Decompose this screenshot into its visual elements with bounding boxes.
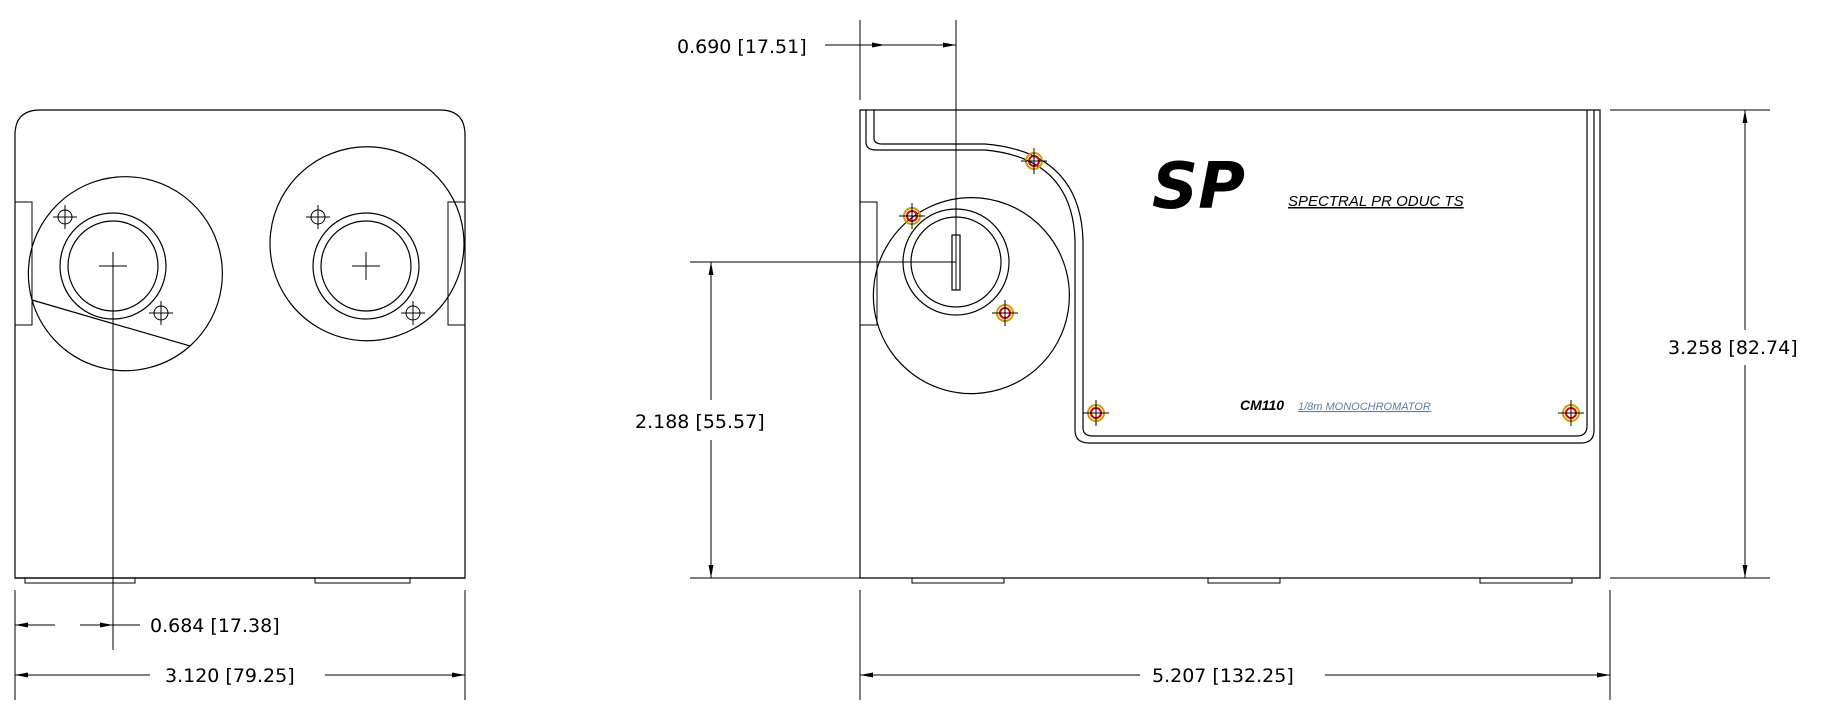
side-foot-right [314, 577, 411, 584]
logo-sp: SP [1152, 150, 1245, 224]
port-left [27, 176, 223, 372]
screw-4 [1083, 400, 1109, 426]
front-port [872, 197, 1070, 395]
model-name: CM110 [1240, 397, 1284, 413]
front-foot-2 [1207, 577, 1281, 584]
dim-offset-top: 0.690 [17.51] [677, 36, 807, 58]
cover-plate-inner [873, 110, 1588, 437]
dim-center-height: 2.188 [55.57] [635, 411, 765, 433]
dim-total-height: 3.258 [82.74] [1668, 337, 1798, 359]
dim-offset-side: 0.684 [17.38] [150, 615, 280, 637]
brand-name: SPECTRAL PR ODUC TS [1288, 193, 1464, 210]
dim-total-length: 5.207 [132.25] [1152, 665, 1294, 687]
front-view: SP SPECTRAL PR ODUC TS CM110 1/8m MONOCH… [635, 20, 1798, 700]
side-tab-right [447, 201, 466, 326]
screw-marks-side [53, 205, 425, 325]
side-foot-left [24, 577, 136, 584]
screw-2 [899, 203, 925, 229]
side-view-outline [14, 109, 466, 579]
cover-plate-outer [865, 110, 1595, 444]
dim-side-width: 3.120 [79.25] [165, 665, 295, 687]
side-view: 0.684 [17.38] 3.120 [79.25] [14, 109, 466, 700]
front-tab-left [859, 201, 878, 326]
front-foot-3 [1479, 577, 1573, 584]
screws-front [899, 148, 1584, 426]
screw-5 [1558, 400, 1584, 426]
screw-3 [992, 300, 1018, 326]
port-right [269, 146, 465, 342]
model-description: 1/8m MONOCHROMATOR [1298, 401, 1431, 413]
front-foot-1 [911, 577, 1005, 584]
side-tab-left [14, 201, 33, 326]
screw-1 [1021, 148, 1047, 174]
